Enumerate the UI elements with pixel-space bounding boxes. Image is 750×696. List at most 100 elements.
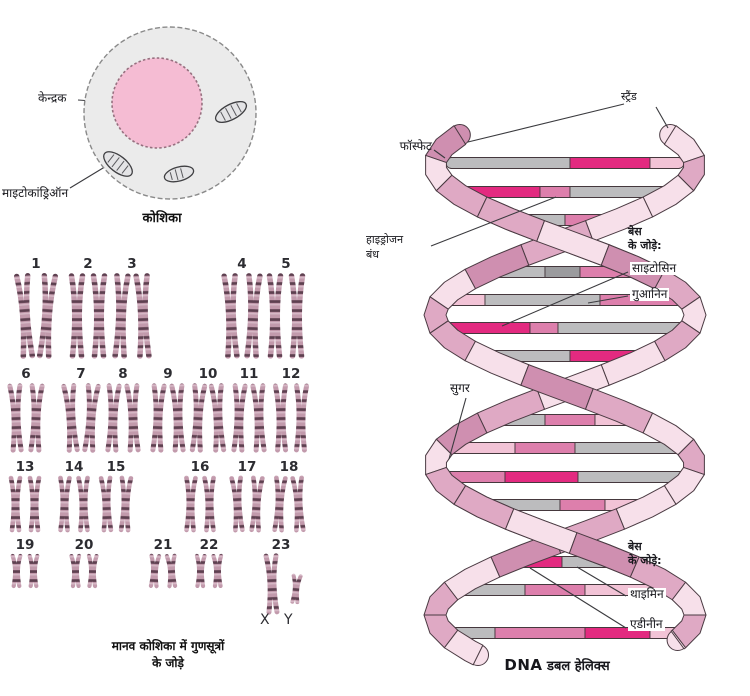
chromosome [7, 383, 24, 453]
chromosome [112, 273, 131, 359]
adenine-pointer-line [529, 567, 627, 629]
base-pair-rod [445, 157, 685, 169]
strand-pointer-line-2 [655, 106, 669, 129]
base-pair-rod [439, 322, 691, 334]
hydrogen-bond-label-line2: बंध [366, 248, 380, 261]
chromosome [68, 273, 86, 359]
helix-ribbon-segment [464, 244, 530, 290]
adenine-label: एडीनीन [628, 617, 665, 632]
mitochondrion-icon [103, 151, 133, 177]
chromosome [293, 383, 310, 453]
phosphate-label: फॉस्फेट [399, 139, 432, 153]
karyotype-caption-line2: के जोड़े [152, 656, 184, 670]
chromosome [169, 383, 186, 453]
karyotype-pair-number: 4 [237, 256, 247, 272]
cytosine-pointer-line [501, 271, 629, 327]
chromosome [90, 273, 108, 359]
karyotype-pair-number: 7 [76, 366, 86, 382]
karyotype-pair-number: 15 [106, 459, 126, 475]
karyotype-pair-number: 9 [163, 366, 173, 382]
mitochondrion-pointer-line [69, 164, 109, 189]
karyotype-pair-number: 18 [279, 459, 299, 475]
karyotype [7, 272, 310, 615]
cytosine-label: साइटोसिन [630, 261, 679, 276]
chromosome [148, 553, 162, 589]
hydrogen-bond-pointer-line [430, 196, 557, 247]
helix-ribbon-segment [585, 388, 654, 434]
chromosome [221, 273, 240, 359]
karyotype-pair-number: 17 [237, 459, 257, 475]
base-pairs-bottom-label-line2: के जोड़े: [628, 554, 662, 567]
sex-chromosome-labels: X Y [260, 612, 298, 628]
helix-ribbon-segment [585, 196, 654, 242]
chromosome [86, 553, 99, 589]
karyotype-pair-number: 22 [199, 537, 219, 553]
chromosome [189, 383, 208, 453]
chromosome [76, 475, 90, 533]
karyotype-pair-number: 3 [127, 256, 137, 272]
chromosome [263, 553, 280, 615]
karyotype-pair-number: 13 [15, 459, 35, 475]
chromosome [208, 383, 227, 453]
chromosome [202, 475, 216, 533]
helix-ribbon-segment [615, 485, 677, 530]
helix-ribbon-segment [600, 340, 666, 386]
cell-caption: कोशिका [142, 211, 182, 226]
chromosome [36, 272, 59, 359]
chromosome [229, 475, 245, 533]
helix-ribbon-segment [568, 532, 640, 578]
dna-strand-front [423, 124, 705, 666]
chromosome [58, 475, 72, 533]
helix-ribbon-segment [464, 340, 530, 386]
chromosome [272, 475, 288, 533]
cell-diagram [83, 26, 257, 200]
mitochondrion-icon [214, 100, 248, 124]
chromosome [290, 475, 306, 533]
base-pair-rod [454, 186, 676, 198]
chromosome [124, 383, 141, 453]
chromosome [290, 573, 303, 605]
dna-caption: DNA डबल हेलिक्स [447, 657, 667, 675]
chromosome [250, 383, 267, 453]
strand-pointer-line-1 [467, 103, 625, 143]
helix-ribbon-segment [453, 485, 515, 530]
guanine-pointer-line [587, 295, 629, 304]
dna-caption-bold: DNA [504, 656, 543, 674]
karyotype-pair-number: 23 [271, 537, 291, 553]
chromosome [98, 475, 114, 533]
karyotype-pair-number: 10 [198, 366, 218, 382]
chromosome [13, 272, 36, 359]
chromosome [105, 383, 122, 453]
chromosome [249, 475, 265, 533]
chromosome [61, 383, 80, 453]
nucleus [111, 57, 203, 149]
guanine-label: गुआनिन [630, 287, 670, 302]
chromosome [28, 383, 45, 453]
helix-ribbon-segment [443, 629, 484, 666]
chromosome [244, 273, 263, 359]
dna-caption-rest: डबल हेलिक्स [542, 659, 610, 674]
karyotype-pair-number: 1 [31, 256, 41, 272]
thymine-pointer-line [576, 566, 627, 597]
base-pairs-top-label-line2: के जोड़े: [628, 239, 662, 252]
mitochondrion-icon [163, 165, 195, 183]
base-pairs-bottom-label-line1: बेस [628, 540, 642, 553]
karyotype-pair-number: 16 [190, 459, 210, 475]
karyotype-caption-line1: मानव कोशिका में गुणसूत्रों [111, 639, 225, 653]
karyotype-pair-number: 11 [239, 366, 259, 382]
base-pair-rod [442, 442, 688, 454]
chromosome [164, 553, 178, 589]
karyotype-pair-number: 12 [281, 366, 301, 382]
karyotype-pair-number: 5 [281, 256, 291, 272]
karyotype-pair-number: 2 [83, 256, 93, 272]
helix-ribbon-segment [476, 196, 545, 242]
karyotype-pair-number: 8 [118, 366, 128, 382]
base-pair-rod [438, 471, 692, 483]
sugar-label: सुगर [450, 381, 470, 395]
chromosome [184, 475, 198, 533]
hydrogen-bond-label-line1: हाइड्रोजन [366, 233, 404, 246]
sugar-pointer-line [448, 397, 467, 460]
nucleus-label: केन्द्रक [38, 91, 67, 105]
chromosome [288, 273, 306, 359]
